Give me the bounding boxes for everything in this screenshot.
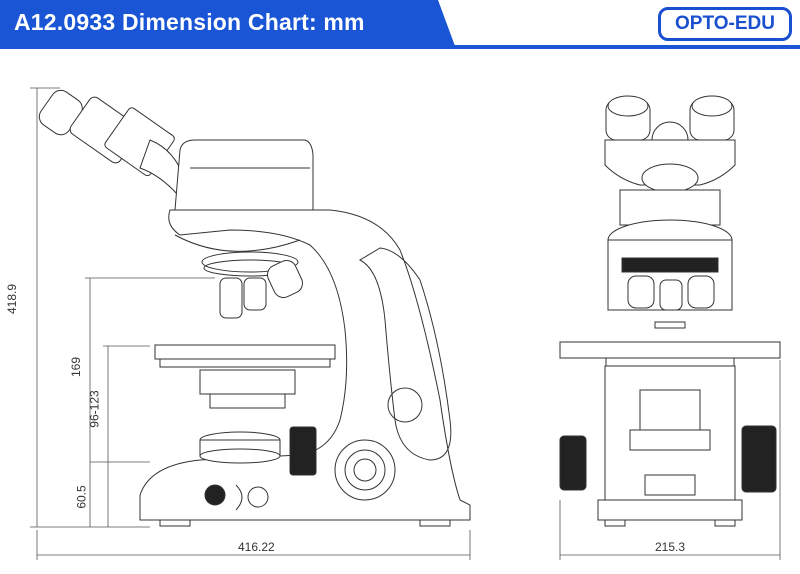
header-rule (0, 45, 800, 49)
brand-logo: OPTO-EDU (658, 7, 792, 41)
dim-stage-height: 169 (69, 356, 84, 378)
side-view-microscope (38, 89, 471, 527)
front-view-microscope (559, 95, 781, 527)
dim-side-width: 416.22 (238, 540, 275, 554)
dim-front-width: 215.3 (655, 540, 686, 554)
page-title: A12.0933 Dimension Chart: mm (14, 9, 365, 35)
dimension-lines (30, 87, 781, 560)
dim-total-height: 418.9 (5, 283, 20, 315)
dim-base-height: 60.5 (74, 485, 89, 509)
title-banner-shape (0, 0, 455, 46)
title-bar: A12.0933 Dimension Chart: mm (0, 0, 455, 48)
dimension-drawing (30, 87, 781, 560)
dim-stage-travel: 96-123 (87, 390, 102, 428)
